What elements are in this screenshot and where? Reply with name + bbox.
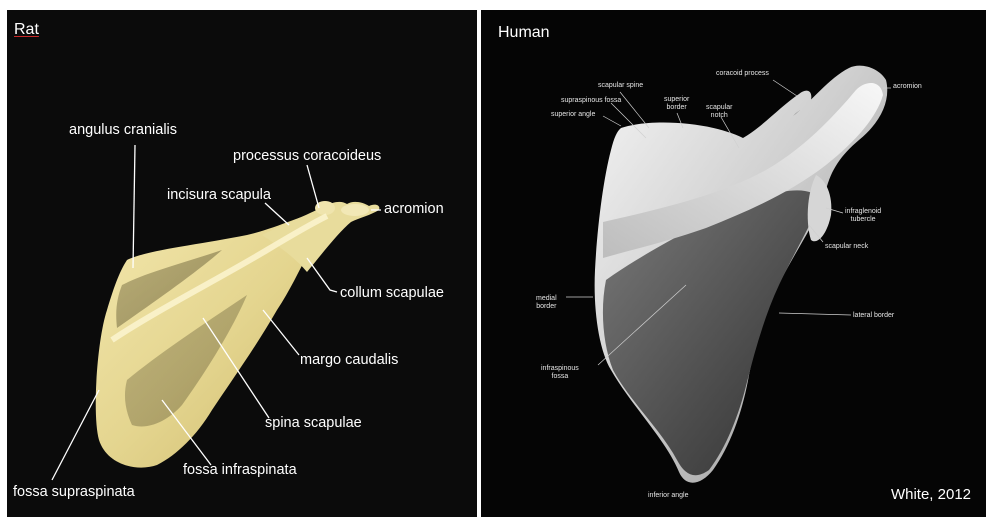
label-fossa-infraspinata: fossa infraspinata — [183, 462, 297, 478]
label-medial-border: medial border — [536, 295, 557, 311]
leader-coracoid-process — [773, 80, 797, 96]
label-margo-caudalis: margo caudalis — [300, 352, 398, 368]
human-panel: Human scapular spine coracoid process ac… — [481, 10, 986, 517]
leader-fossa-supraspinata — [52, 390, 99, 480]
label-processus-coracoideus: processus coracoideus — [233, 148, 381, 164]
leader-margo-caudalis — [263, 310, 299, 355]
label-inferior-angle: inferior angle — [648, 492, 688, 500]
leader-scapular-spine — [620, 92, 649, 128]
rat-panel: Rat angulus cranialis processus coracoid… — [7, 10, 477, 517]
label-lateral-border: lateral border — [853, 312, 894, 320]
label-incisura-scapula: incisura scapula — [167, 187, 271, 203]
label-coracoid-process: coracoid process — [716, 70, 769, 78]
leader-lateral-border — [779, 313, 851, 315]
label-spina-scapulae: spina scapulae — [265, 415, 362, 431]
citation: White, 2012 — [891, 486, 971, 503]
rat-panel-title: Rat — [14, 21, 39, 39]
leader-superior-angle — [603, 116, 621, 126]
label-scapular-spine: scapular spine — [598, 82, 643, 90]
leader-processus-coracoideus — [307, 165, 319, 208]
label-acromion: acromion — [384, 201, 444, 217]
leader-angulus-cranialis — [133, 145, 135, 268]
label-infraspinous-fossa: infraspinous fossa — [541, 365, 579, 381]
label-supraspinous-fossa: supraspinous fossa — [561, 97, 621, 105]
rat-acromion-knob — [341, 204, 369, 216]
label-collum-scapulae: collum scapulae — [340, 285, 444, 301]
label-acromion-human: acromion — [893, 83, 922, 91]
label-scapular-neck: scapular neck — [825, 243, 868, 251]
rat-scapula-photo — [7, 10, 477, 517]
label-superior-border: superior border — [664, 96, 689, 112]
label-fossa-supraspinata: fossa supraspinata — [13, 484, 135, 500]
label-scapular-notch: scapular notch — [706, 104, 732, 120]
label-infraglenoid-tubercle: infraglenoid tubercle — [845, 208, 881, 224]
leader-incisura-scapula — [265, 203, 289, 225]
label-superior-angle: superior angle — [551, 111, 595, 119]
label-angulus-cranialis: angulus cranialis — [69, 122, 177, 138]
human-panel-title: Human — [498, 24, 550, 42]
